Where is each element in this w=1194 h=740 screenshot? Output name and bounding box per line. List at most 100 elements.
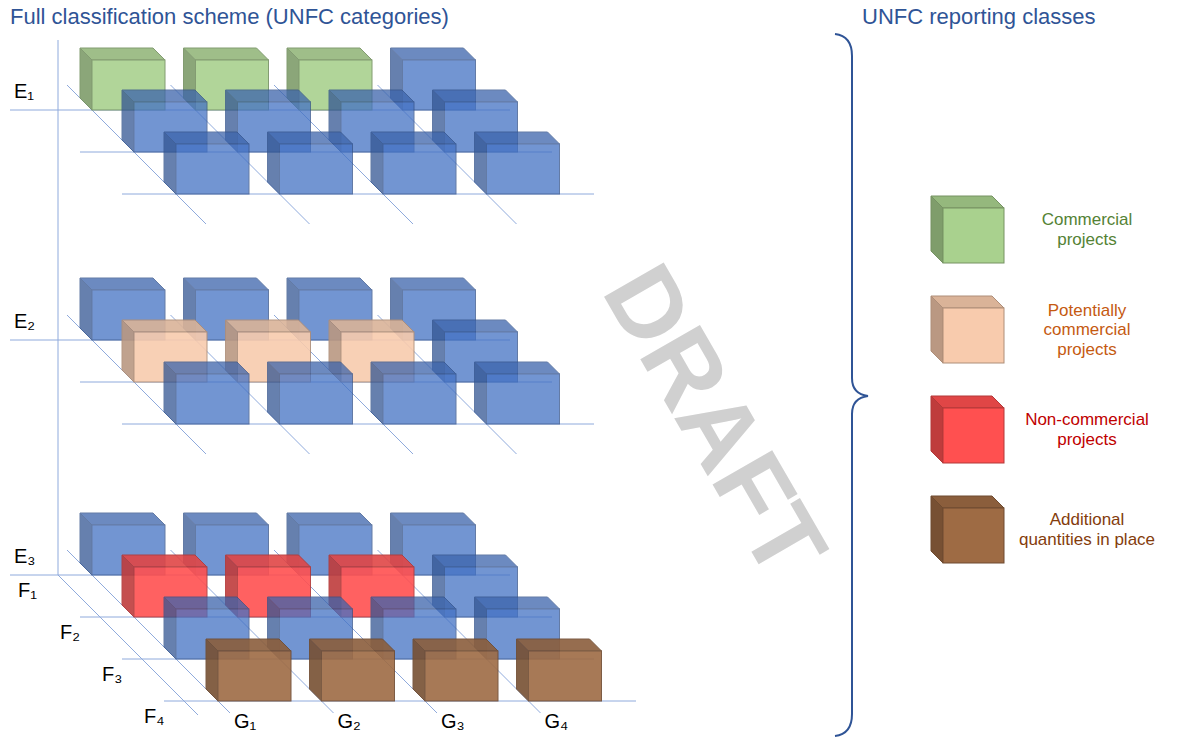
cube-top bbox=[433, 555, 518, 567]
legend-swatch bbox=[930, 195, 1006, 265]
cube-top bbox=[391, 513, 476, 525]
cube-top bbox=[226, 90, 311, 102]
cube-top bbox=[287, 48, 372, 60]
axis-label: G₃ bbox=[441, 710, 465, 733]
axis-label: F₁ bbox=[18, 579, 37, 602]
axis-label: F₄ bbox=[144, 705, 164, 728]
cube-top bbox=[391, 278, 476, 290]
swatch-cube bbox=[931, 496, 1004, 563]
category-cube bbox=[268, 362, 353, 424]
swatch-cube bbox=[931, 196, 1004, 263]
axis-label: G₁ bbox=[234, 710, 256, 733]
axis-label: F₃ bbox=[102, 663, 122, 686]
cube-top bbox=[433, 90, 518, 102]
cube-top bbox=[206, 639, 291, 651]
cube-front bbox=[943, 308, 1004, 363]
cube-top bbox=[413, 639, 498, 651]
legend-heading: UNFC reporting classes bbox=[862, 4, 1096, 29]
cube-front bbox=[943, 508, 1004, 563]
cube-top bbox=[475, 132, 560, 144]
axis-label: F₂ bbox=[60, 621, 80, 644]
cube-top bbox=[122, 320, 207, 332]
cube-top bbox=[931, 296, 1004, 308]
cube-top bbox=[164, 597, 249, 609]
cube-front bbox=[425, 651, 498, 701]
axis-label: G₂ bbox=[338, 710, 361, 733]
cube-top bbox=[371, 132, 456, 144]
category-cube bbox=[475, 362, 560, 424]
axis-label: E₁ bbox=[14, 80, 34, 103]
legend-text: Additional quantities in place bbox=[1012, 510, 1162, 549]
legend-swatch bbox=[930, 295, 1006, 365]
legend-swatch bbox=[930, 495, 1006, 565]
cube-front bbox=[176, 374, 249, 424]
legend-text: Commercial projects bbox=[1012, 210, 1162, 249]
cube-top bbox=[184, 48, 269, 60]
class-cube bbox=[206, 639, 291, 701]
cube-top bbox=[268, 132, 353, 144]
category-cube bbox=[371, 132, 456, 194]
grid-line bbox=[58, 40, 59, 575]
cube-front bbox=[322, 651, 395, 701]
category-cube bbox=[268, 132, 353, 194]
legend-swatch bbox=[930, 395, 1006, 465]
swatch-cube bbox=[931, 396, 1004, 463]
cube-top bbox=[122, 90, 207, 102]
cube-top bbox=[184, 513, 269, 525]
diagram-title: Full classification scheme (UNFC categor… bbox=[10, 4, 449, 29]
cube-top bbox=[287, 513, 372, 525]
swatch-cube bbox=[931, 296, 1004, 363]
cube-top bbox=[164, 362, 249, 374]
category-cube bbox=[164, 132, 249, 194]
cube-top bbox=[517, 639, 602, 651]
cube-top bbox=[931, 196, 1004, 208]
cube-front bbox=[218, 651, 291, 701]
cube-top bbox=[310, 639, 395, 651]
cube-top bbox=[268, 362, 353, 374]
cube-top bbox=[329, 90, 414, 102]
cube-front bbox=[280, 144, 353, 194]
cube-top bbox=[329, 555, 414, 567]
cube-top bbox=[226, 555, 311, 567]
legend-text: Potentially commercial projects bbox=[1012, 301, 1162, 360]
cube-front bbox=[943, 408, 1004, 463]
axis-label: G₄ bbox=[545, 710, 569, 733]
cube-front bbox=[280, 374, 353, 424]
brace bbox=[835, 34, 868, 736]
cube-front bbox=[943, 208, 1004, 263]
cube-top bbox=[226, 320, 311, 332]
axis-label: E₃ bbox=[14, 545, 35, 568]
cube-top bbox=[391, 48, 476, 60]
cube-top bbox=[371, 362, 456, 374]
cube-front bbox=[383, 374, 456, 424]
category-cube bbox=[475, 132, 560, 194]
cube-top bbox=[184, 278, 269, 290]
cube-top bbox=[475, 597, 560, 609]
cube-top bbox=[931, 396, 1004, 408]
cube-top bbox=[287, 278, 372, 290]
cube-top bbox=[931, 496, 1004, 508]
cube-front bbox=[176, 144, 249, 194]
cube-front bbox=[383, 144, 456, 194]
cube-front bbox=[529, 651, 602, 701]
category-cube bbox=[164, 362, 249, 424]
legend-text: Non-commercial projects bbox=[1012, 410, 1162, 449]
cube-front bbox=[487, 374, 560, 424]
cube-top bbox=[371, 597, 456, 609]
cube-top bbox=[122, 555, 207, 567]
class-cube bbox=[310, 639, 395, 701]
class-cube bbox=[413, 639, 498, 701]
cube-top bbox=[475, 362, 560, 374]
category-cube bbox=[371, 362, 456, 424]
cube-top bbox=[80, 48, 165, 60]
cube-top bbox=[433, 320, 518, 332]
class-cube bbox=[517, 639, 602, 701]
axis-label: E₂ bbox=[14, 310, 35, 333]
cube-top bbox=[268, 597, 353, 609]
cube-top bbox=[80, 513, 165, 525]
cube-top bbox=[164, 132, 249, 144]
watermark: DRAFT bbox=[580, 245, 849, 596]
cube-top bbox=[80, 278, 165, 290]
cube-front bbox=[487, 144, 560, 194]
